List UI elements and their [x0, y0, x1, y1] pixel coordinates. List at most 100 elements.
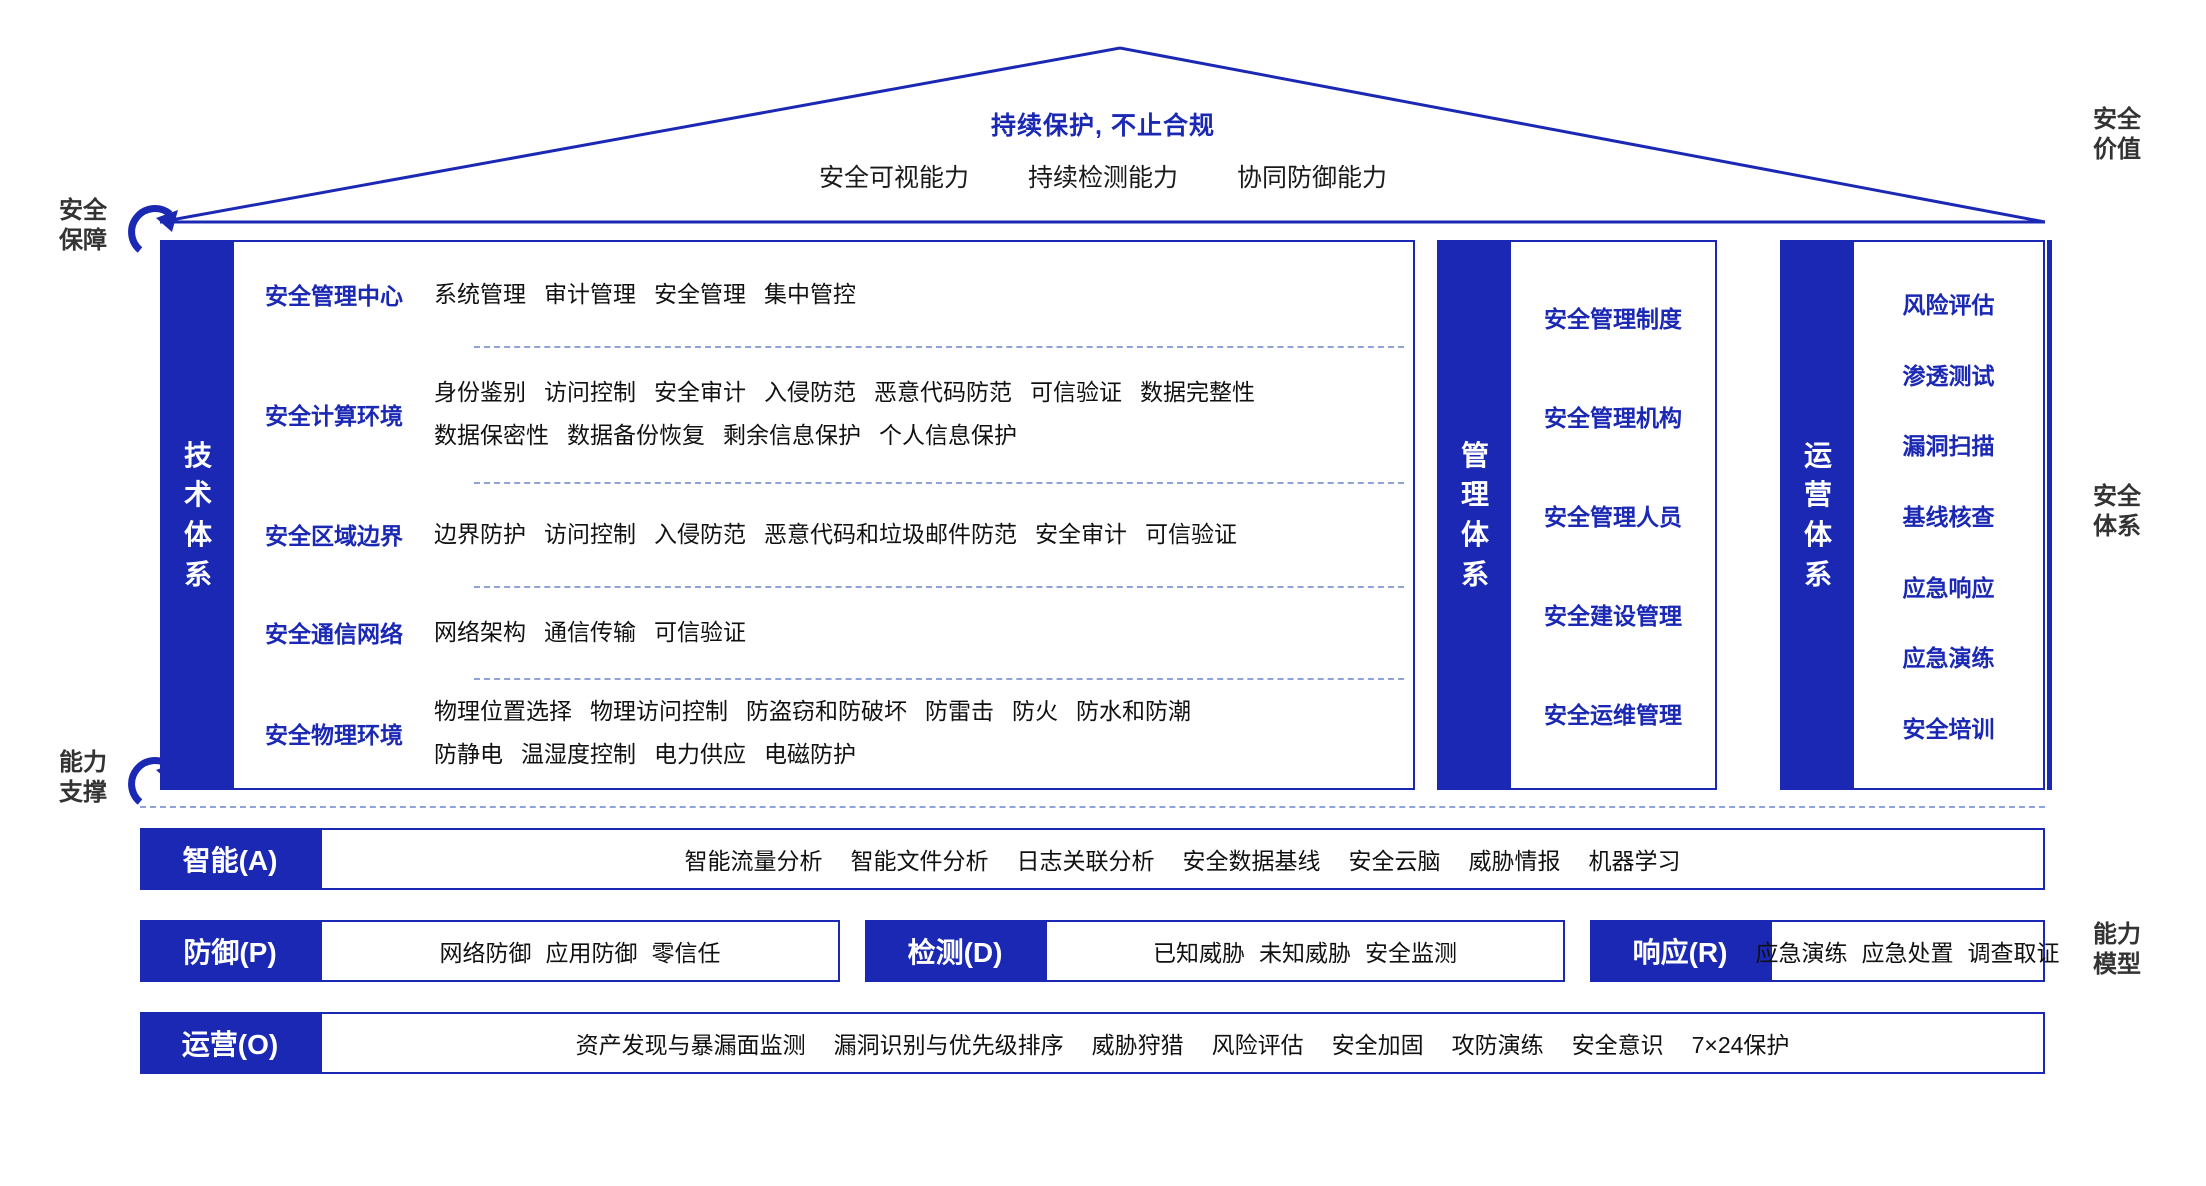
capability-row-intelligence[interactable]: 智能(A) 智能流量分析智能文件分析日志关联分析安全数据基线安全云脑威胁情报机器… — [140, 828, 2045, 890]
capability-item: 应急演练 — [1755, 940, 1848, 966]
operation-item[interactable]: 渗透测试 — [1902, 362, 1995, 389]
label-security-value: 安全 价值 — [2072, 105, 2162, 165]
operation-item[interactable]: 应急演练 — [1902, 645, 1995, 672]
tech-row-secure-computing-environment[interactable]: 安全计算环境 身份鉴别访问控制安全审计入侵防范恶意代码防范可信验证数据完整性 数… — [234, 346, 1413, 482]
tech-item: 数据保密性 — [434, 422, 549, 448]
tech-row-items: 边界防护访问控制入侵防范恶意代码和垃圾邮件防范安全审计可信验证 — [434, 513, 1255, 556]
capability-box-respond: 应急演练应急处置调查取证 — [1756, 920, 2060, 982]
capability-group-detect[interactable]: 检测(D) 已知威胁未知威胁安全监测 — [865, 920, 1565, 982]
tech-row-category: 安全区域边界 — [265, 523, 403, 549]
roof-outline-icon — [159, 46, 2046, 224]
technical-system-panel — [160, 240, 1415, 790]
tech-item-line: 网络架构通信传输可信验证 — [434, 611, 764, 654]
capability-group-respond[interactable]: 响应(R) 应急演练应急处置调查取证 — [1590, 920, 2060, 982]
title-char: 技 — [183, 439, 212, 471]
capability-item: 安全数据基线 — [1182, 848, 1321, 874]
operation-item[interactable]: 风险评估 — [1902, 292, 1995, 319]
capability-item: 漏洞识别与优先级排序 — [833, 1032, 1064, 1058]
label-line: 能力 — [2093, 921, 2141, 948]
capability-group-protect[interactable]: 防御(P) 网络防御应用防御零信任 — [140, 920, 840, 982]
title-char: 营 — [1803, 479, 1832, 511]
operation-system-items: 风险评估 渗透测试 漏洞扫描 基线核查 应急响应 应急演练 安全培训 — [1854, 242, 2043, 788]
tech-item: 入侵防范 — [764, 379, 856, 406]
capability-tag-operation[interactable]: 运营(O) — [140, 1012, 320, 1074]
management-item[interactable]: 安全管理制度 — [1544, 306, 1682, 333]
operation-item[interactable]: 基线核查 — [1902, 503, 1995, 530]
tech-item: 防静电 — [434, 741, 503, 767]
tech-row-secure-area-boundary[interactable]: 安全区域边界 边界防护访问控制入侵防范恶意代码和垃圾邮件防范安全审计可信验证 — [234, 482, 1413, 586]
tech-row-secure-physical-environment[interactable]: 安全物理环境 物理位置选择物理访问控制防盗窃和防破坏防雷击防火防水和防潮 防静电… — [234, 678, 1413, 788]
capability-item: 威胁情报 — [1468, 848, 1561, 874]
capability-item: 未知威胁 — [1259, 940, 1351, 966]
capability-tag-respond[interactable]: 响应(R) — [1590, 920, 1770, 982]
tech-item: 物理位置选择 — [434, 698, 572, 725]
capability-item: 安全加固 — [1331, 1032, 1424, 1058]
row-separator — [474, 482, 1404, 484]
capability-item-list: 智能流量分析智能文件分析日志关联分析安全数据基线安全云脑威胁情报机器学习 — [671, 842, 1695, 876]
capability-item-list: 网络防御应用防御零信任 — [433, 934, 728, 968]
label-security-assurance: 安全 保障 — [38, 196, 128, 256]
title-char: 体 — [183, 519, 212, 550]
management-item[interactable]: 安全管理机构 — [1544, 405, 1682, 432]
tech-row-secure-communication-network[interactable]: 安全通信网络 网络架构通信传输可信验证 — [234, 586, 1413, 678]
label-line: 安全 — [59, 197, 107, 224]
tech-item: 温湿度控制 — [521, 741, 636, 767]
tech-item: 防盗窃和防破坏 — [746, 698, 907, 725]
label-line: 安全 — [2093, 106, 2141, 133]
management-item[interactable]: 安全运维管理 — [1544, 701, 1682, 728]
label-line: 模型 — [2093, 951, 2141, 978]
title-char: 体 — [1803, 519, 1832, 550]
roof-capability-item: 协同防御能力 — [1236, 164, 1387, 192]
capability-tag-intelligence[interactable]: 智能(A) — [140, 828, 320, 890]
title-char: 理 — [1460, 479, 1489, 511]
tech-item: 可信验证 — [654, 618, 746, 645]
capability-item: 智能流量分析 — [684, 848, 823, 874]
tech-row-items: 网络架构通信传输可信验证 — [434, 611, 764, 654]
capability-box-detect: 已知威胁未知威胁安全监测 — [1045, 920, 1565, 982]
label-line: 支撑 — [59, 779, 107, 806]
capability-row-operation[interactable]: 运营(O) 资产发现与暴漏面监测漏洞识别与优先级排序威胁狩猎风险评估安全加固攻防… — [140, 1012, 2045, 1074]
label-capability-support: 能力 支撑 — [38, 748, 128, 808]
title-char: 系 — [1460, 558, 1489, 590]
roof-capability-item: 持续检测能力 — [1027, 164, 1178, 192]
tech-item: 集中管控 — [764, 280, 856, 307]
title-char: 体 — [1460, 519, 1489, 550]
capability-item-list: 应急演练应急处置调查取证 — [1749, 934, 2067, 968]
tech-item: 访问控制 — [544, 520, 636, 547]
operation-item[interactable]: 安全培训 — [1902, 715, 1995, 742]
tech-row-security-management-center[interactable]: 安全管理中心 系统管理审计管理安全管理集中管控 — [234, 242, 1413, 346]
tech-item-line: 物理位置选择物理访问控制防盗窃和防破坏防雷击防火防水和防潮 — [434, 690, 1209, 733]
label-line: 能力 — [59, 749, 107, 776]
technical-system-title: 技 术 体 系 — [162, 242, 234, 788]
roof-tagline: 持续保护, 不止合规 — [991, 112, 1215, 140]
tech-item: 数据备份恢复 — [567, 422, 705, 448]
label-line: 价值 — [2093, 136, 2141, 163]
tech-row-category: 安全通信网络 — [265, 621, 403, 647]
capability-item: 网络防御 — [439, 940, 532, 966]
capability-item: 机器学习 — [1588, 848, 1681, 874]
tech-item: 网络架构 — [434, 618, 526, 645]
capability-tag-detect[interactable]: 检测(D) — [865, 920, 1045, 982]
capability-tag-protect[interactable]: 防御(P) — [140, 920, 320, 982]
tech-item-line: 数据保密性数据备份恢复剩余信息保护个人信息保护 — [434, 414, 1273, 457]
tech-row-category: 安全管理中心 — [265, 283, 403, 309]
capability-item: 调查取证 — [1967, 940, 2060, 966]
tech-item: 入侵防范 — [654, 520, 746, 547]
capability-item: 威胁狩猎 — [1091, 1032, 1184, 1058]
capability-item-list: 资产发现与暴漏面监测漏洞识别与优先级排序威胁狩猎风险评估安全加固攻防演练安全意识… — [562, 1026, 1804, 1060]
capability-item: 智能文件分析 — [850, 848, 989, 874]
tech-item: 通信传输 — [544, 618, 636, 645]
management-system-items: 安全管理制度 安全管理机构 安全管理人员 安全建设管理 安全运维管理 — [1511, 242, 1715, 788]
operation-item[interactable]: 应急响应 — [1902, 574, 1995, 601]
capability-item: 风险评估 — [1211, 1032, 1304, 1058]
management-item[interactable]: 安全管理人员 — [1544, 503, 1682, 530]
tech-item: 防水和防潮 — [1076, 698, 1191, 725]
tech-item: 审计管理 — [544, 280, 636, 307]
operation-item[interactable]: 漏洞扫描 — [1902, 433, 1995, 460]
tech-item: 安全审计 — [654, 379, 746, 406]
tech-item-line: 系统管理审计管理安全管理集中管控 — [434, 273, 874, 316]
label-line: 体系 — [2093, 513, 2141, 540]
tech-item: 可信验证 — [1030, 379, 1122, 406]
management-item[interactable]: 安全建设管理 — [1544, 602, 1682, 629]
